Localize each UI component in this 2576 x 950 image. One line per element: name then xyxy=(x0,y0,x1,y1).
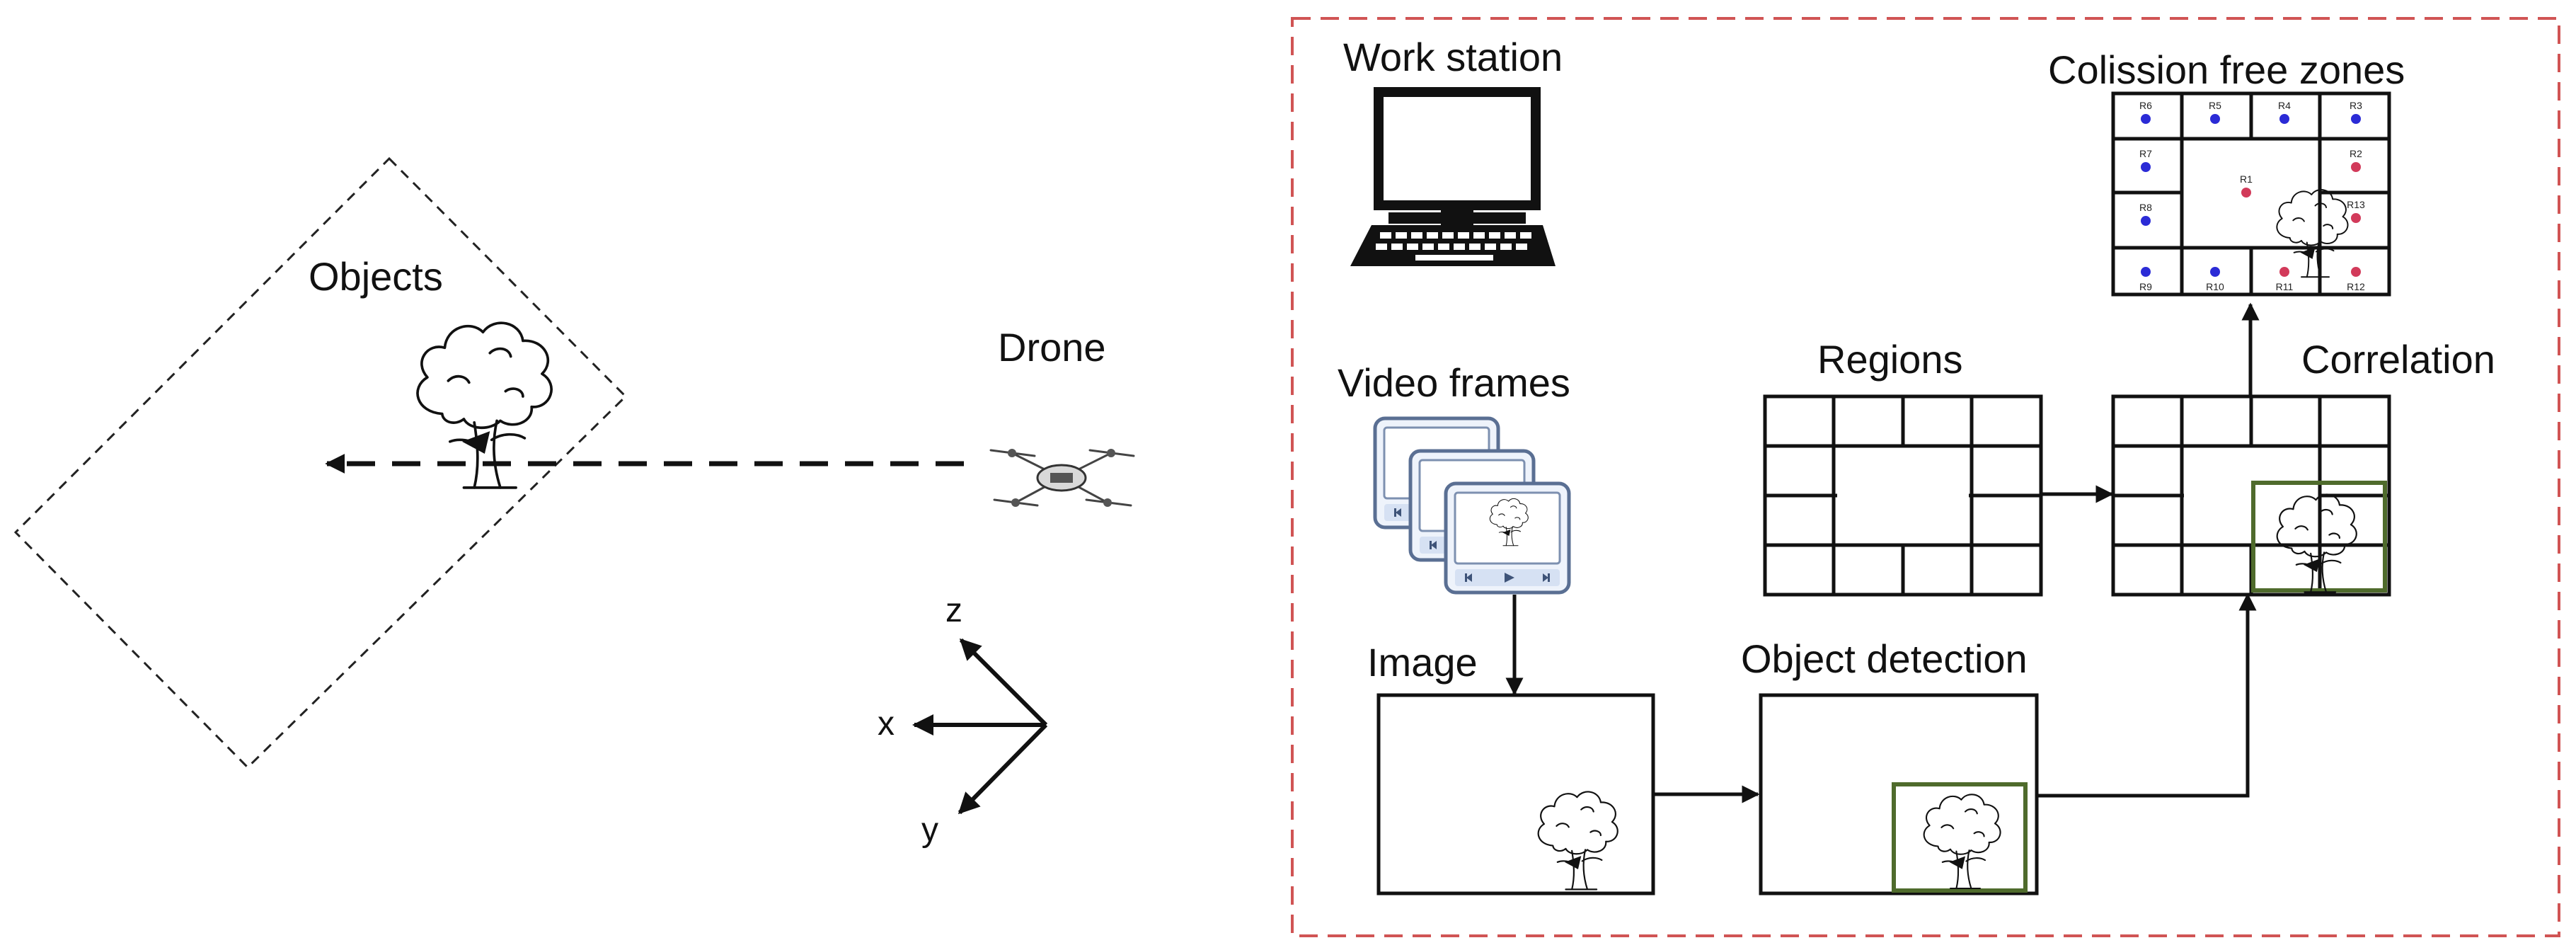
video-frames-label: Video frames xyxy=(1338,360,1570,405)
x-axis-label: x xyxy=(878,705,895,743)
objects-label: Objects xyxy=(309,254,443,299)
region-label-r5: R5 xyxy=(2209,100,2221,111)
region-marker-r1 xyxy=(2241,188,2251,198)
detection-bounding-box xyxy=(1892,782,2028,893)
region-label-r4: R4 xyxy=(2278,100,2291,111)
region-marker-r4 xyxy=(2279,114,2289,124)
workstation-label: Work station xyxy=(1343,35,1563,79)
correlation-bounding-box xyxy=(2251,481,2387,593)
z-axis-label: z xyxy=(945,592,962,629)
region-marker-r11 xyxy=(2279,267,2289,277)
region-label-r2: R2 xyxy=(2350,148,2362,159)
image-label: Image xyxy=(1367,640,1478,685)
region-label-r3: R3 xyxy=(2350,100,2362,111)
workflow-panel: Work station Video frames xyxy=(1291,17,2560,937)
region-label-r8: R8 xyxy=(2139,202,2152,213)
regions-grid xyxy=(1763,394,2043,597)
region-marker-r10 xyxy=(2210,267,2220,277)
regions-label: Regions xyxy=(1817,337,1962,382)
region-label-r9: R9 xyxy=(2139,281,2152,292)
region-label-r13: R13 xyxy=(2347,199,2365,210)
drone-label: Drone xyxy=(998,325,1106,370)
region-marker-r9 xyxy=(2141,267,2151,277)
region-marker-r12 xyxy=(2351,267,2361,277)
left-scene: Objects Drone z x y xyxy=(13,156,1135,849)
video-frames-icon xyxy=(1375,418,1569,593)
object-detection-box xyxy=(1759,693,2039,895)
y-axis-label: y xyxy=(921,811,938,849)
object-detection-label: Object detection xyxy=(1741,636,2028,681)
drone-icon xyxy=(989,447,1135,508)
region-label-r12: R12 xyxy=(2347,281,2365,292)
region-label-r10: R10 xyxy=(2206,281,2224,292)
workflow-frame xyxy=(1291,17,2560,937)
image-box xyxy=(1376,693,1655,895)
region-label-r7: R7 xyxy=(2139,148,2152,159)
region-label-r6: R6 xyxy=(2139,100,2152,111)
region-marker-r2 xyxy=(2351,162,2361,172)
detection-to-correlation-arrow xyxy=(2038,593,2257,798)
region-marker-r8 xyxy=(2141,216,2151,226)
collision-free-zones-label: Colission free zones xyxy=(2048,47,2405,92)
region-label-r1: R1 xyxy=(2240,173,2253,185)
region-marker-r3 xyxy=(2351,114,2361,124)
region-marker-r6 xyxy=(2141,114,2151,124)
region-marker-r5 xyxy=(2210,114,2220,124)
object-zone-outline xyxy=(13,156,628,769)
coordinate-axes: z x y xyxy=(878,592,1048,849)
region-marker-r7 xyxy=(2141,162,2151,172)
correlation-label: Correlation xyxy=(2301,337,2495,382)
region-marker-r13 xyxy=(2351,213,2361,223)
region-label-r11: R11 xyxy=(2276,281,2294,292)
computer-icon xyxy=(1350,87,1556,266)
collision-zones-grid xyxy=(2111,91,2391,297)
